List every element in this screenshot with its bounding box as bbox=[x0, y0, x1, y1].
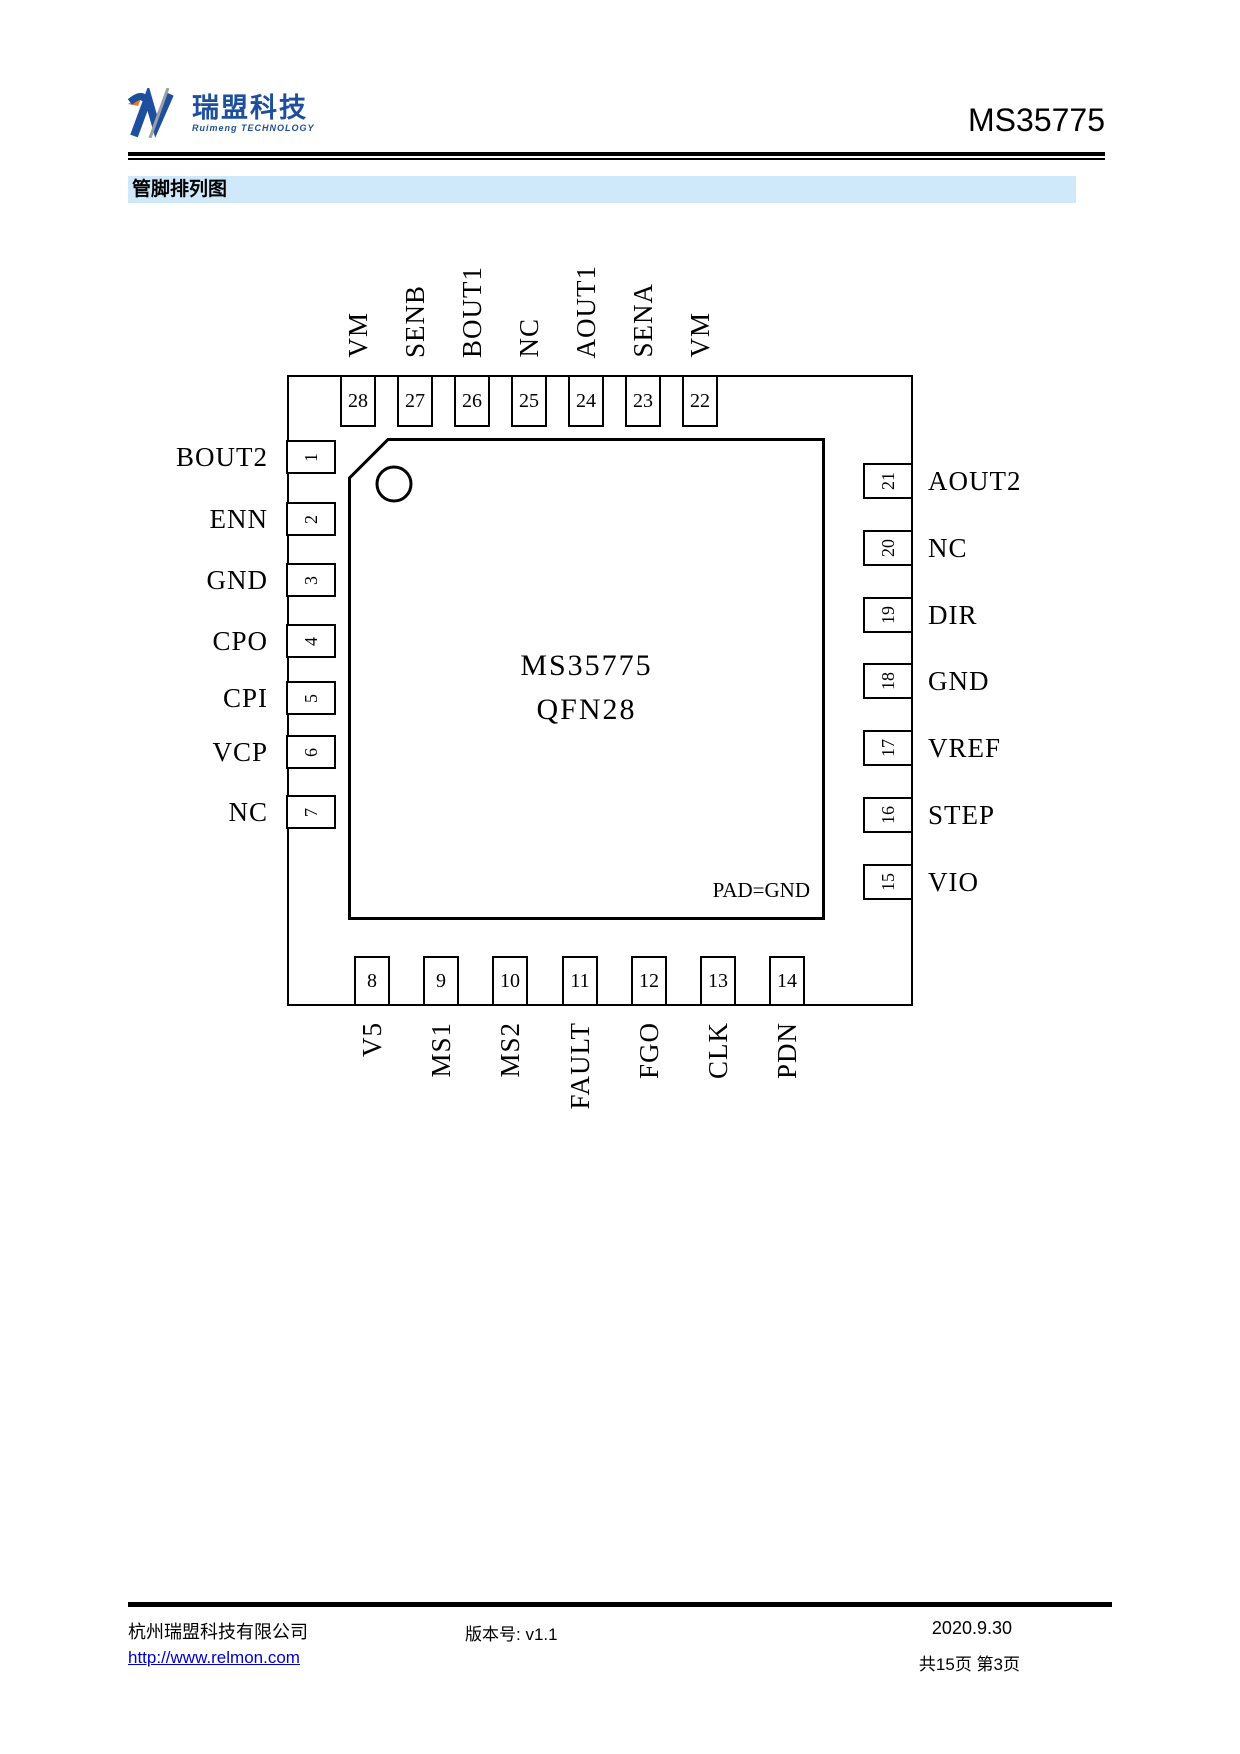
footer-divider bbox=[128, 1602, 1112, 1607]
pin-17-label: VREF bbox=[928, 733, 1002, 763]
pin-5-label: CPI bbox=[222, 683, 268, 713]
logo-text: 瑞盟科技 Ruimeng TECHNOLOGY bbox=[192, 94, 315, 133]
pin-18-box: 18 bbox=[863, 663, 913, 699]
pin-15-number: 15 bbox=[877, 873, 898, 891]
pin-24-label: AOUT1 bbox=[571, 264, 601, 359]
page-title: MS35775 bbox=[968, 102, 1105, 138]
logo-text-en: Ruimeng TECHNOLOGY bbox=[192, 122, 315, 133]
company-logo: 瑞盟科技 Ruimeng TECHNOLOGY bbox=[126, 88, 315, 138]
logo-mark bbox=[127, 88, 174, 138]
pin-10-label: MS2 bbox=[495, 1022, 525, 1078]
pin-20-label: NC bbox=[928, 533, 968, 563]
pin-4-label: CPO bbox=[212, 626, 268, 656]
pin-13-box: 13 bbox=[700, 956, 736, 1006]
chip-name: MS35775 bbox=[520, 649, 653, 682]
header-divider bbox=[128, 152, 1105, 160]
pin1-indicator-circle bbox=[375, 465, 413, 503]
pin-20-number: 20 bbox=[877, 539, 898, 557]
pin-24-box: 24 bbox=[568, 375, 604, 427]
pin-3-label: GND bbox=[206, 565, 268, 595]
pin-16-number: 16 bbox=[877, 806, 898, 824]
pin-2-number: 2 bbox=[300, 514, 321, 524]
pin-28-box: 28 bbox=[340, 375, 376, 427]
pin-18-label: GND bbox=[928, 666, 990, 696]
pin-11-box: 11 bbox=[562, 956, 598, 1006]
pin-2-box: 2 bbox=[286, 502, 336, 536]
pin-11-label: FAULT bbox=[565, 1022, 595, 1110]
pin-4-box: 4 bbox=[286, 624, 336, 658]
pin-1-number: 1 bbox=[300, 452, 321, 462]
footer-version: 版本号: v1.1 bbox=[465, 1625, 558, 1644]
pin-27-box: 27 bbox=[397, 375, 433, 427]
pin-17-box: 17 bbox=[863, 730, 913, 766]
pin-2-label: ENN bbox=[209, 504, 268, 534]
pin-19-label: DIR bbox=[928, 600, 978, 630]
pin-5-number: 5 bbox=[300, 693, 321, 703]
pin-17-number: 17 bbox=[877, 739, 898, 757]
pin-14-box: 14 bbox=[769, 956, 805, 1006]
pin-16-label: STEP bbox=[928, 800, 996, 830]
pad-note: PAD=GND bbox=[712, 878, 810, 902]
pin-7-box: 7 bbox=[286, 795, 336, 829]
pin-21-number: 21 bbox=[877, 472, 898, 490]
pin-3-number: 3 bbox=[300, 575, 321, 585]
pin-6-box: 6 bbox=[286, 735, 336, 769]
pin-20-box: 20 bbox=[863, 530, 913, 566]
pin-26-label: BOUT1 bbox=[457, 266, 487, 358]
pin-6-label: VCP bbox=[212, 737, 268, 767]
die-outline bbox=[348, 438, 825, 920]
pin-1-box: 1 bbox=[286, 440, 336, 474]
pin-22-box: 22 bbox=[682, 375, 718, 427]
pin-27-label: SENB bbox=[400, 284, 430, 358]
pin-9-box: 9 bbox=[423, 956, 459, 1006]
pin-12-label: FGO bbox=[634, 1022, 664, 1080]
chip-package: QFN28 bbox=[536, 693, 637, 726]
pin-1-label: BOUT2 bbox=[176, 442, 268, 472]
footer-website-link[interactable]: http://www.relmon.com bbox=[128, 1648, 300, 1667]
pin-23-label: SENA bbox=[628, 283, 658, 358]
pin-28-label: VM bbox=[343, 312, 373, 358]
pin-25-label: NC bbox=[514, 318, 544, 358]
pin-10-box: 10 bbox=[492, 956, 528, 1006]
pin-6-number: 6 bbox=[300, 747, 321, 757]
pin-9-label: MS1 bbox=[426, 1022, 456, 1078]
pin-8-box: 8 bbox=[354, 956, 390, 1006]
pin-4-number: 4 bbox=[300, 636, 321, 646]
pin-16-box: 16 bbox=[863, 797, 913, 833]
pin-15-label: VIO bbox=[928, 867, 979, 897]
footer-date: 2020.9.30 bbox=[931, 1618, 1012, 1638]
footer-company: 杭州瑞盟科技有限公司 bbox=[128, 1622, 308, 1642]
pin-26-box: 26 bbox=[454, 375, 490, 427]
pin-7-label: NC bbox=[228, 797, 268, 827]
pin-18-number: 18 bbox=[877, 672, 898, 690]
pin-23-box: 23 bbox=[625, 375, 661, 427]
section-title: 管脚排列图 bbox=[128, 176, 1076, 203]
pin-12-box: 12 bbox=[631, 956, 667, 1006]
pin-22-label: VM bbox=[685, 312, 715, 358]
footer-pages: 共15页 第3页 bbox=[918, 1655, 1020, 1674]
pin-21-box: 21 bbox=[863, 463, 913, 499]
pin-14-label: PDN bbox=[772, 1022, 802, 1080]
pin-3-box: 3 bbox=[286, 563, 336, 597]
pin-5-box: 5 bbox=[286, 681, 336, 715]
pin-7-number: 7 bbox=[300, 807, 321, 817]
pin-19-box: 19 bbox=[863, 597, 913, 633]
pin-8-label: V5 bbox=[357, 1022, 387, 1057]
pin-13-label: CLK bbox=[703, 1022, 733, 1079]
pin-15-box: 15 bbox=[863, 864, 913, 900]
logo-text-cn: 瑞盟科技 bbox=[192, 92, 308, 123]
pin-21-label: AOUT2 bbox=[928, 466, 1022, 496]
die-body bbox=[348, 438, 825, 920]
pin-19-number: 19 bbox=[877, 606, 898, 624]
pin-25-box: 25 bbox=[511, 375, 547, 427]
